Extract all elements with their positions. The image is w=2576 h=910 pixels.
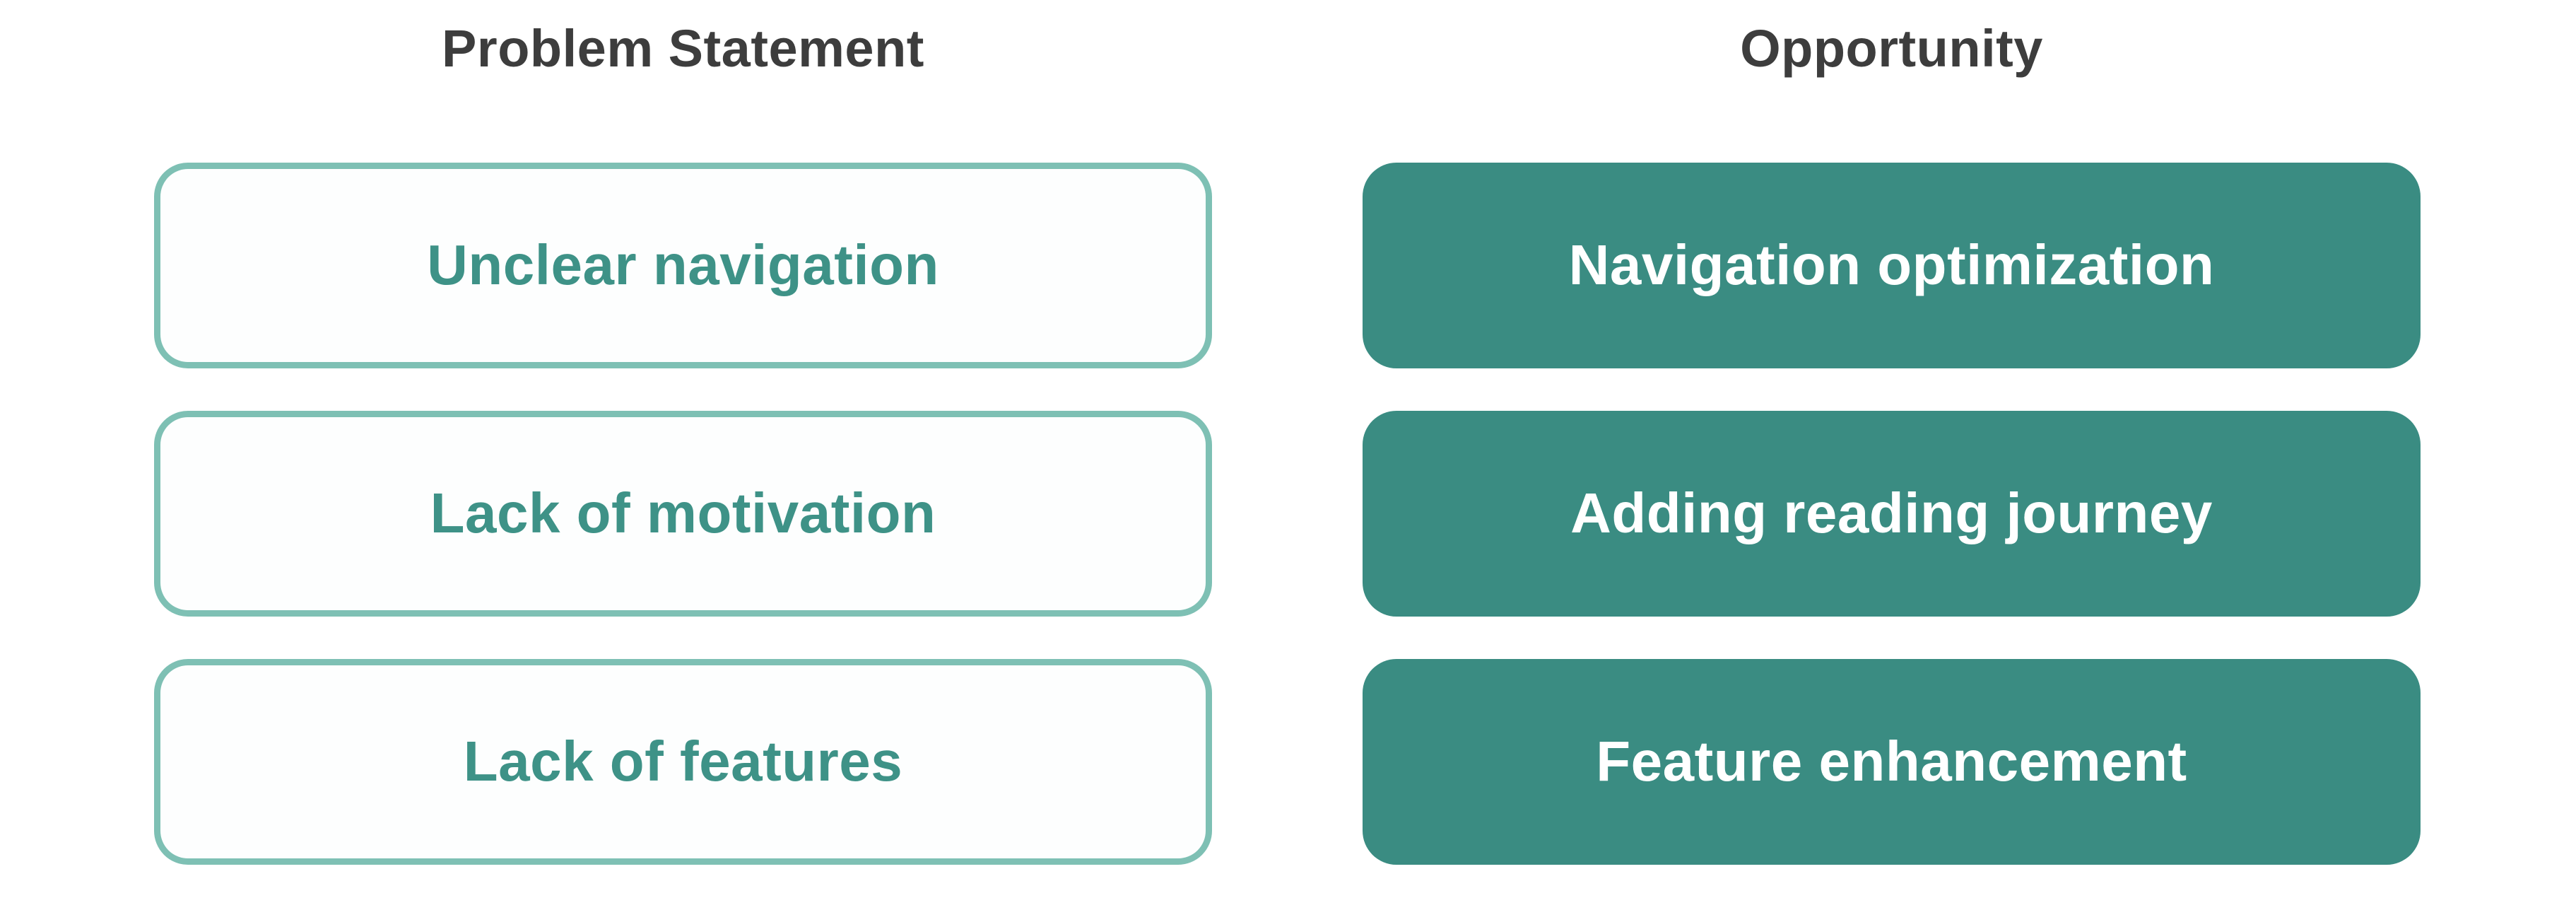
opportunity-card-feature-enhancement: Feature enhancement [1363, 658, 2421, 865]
problem-card-unclear-navigation: Unclear navigation [154, 162, 1212, 368]
opportunity-card-adding-reading-journey: Adding reading journey [1363, 410, 2421, 617]
column-problem-statement: Problem Statement Unclear navigation Lac… [154, 0, 1212, 865]
opportunity-card-label: Adding reading journey [1570, 482, 2213, 545]
problem-card-label: Lack of motivation [430, 482, 936, 545]
opportunity-card-list: Navigation optimization Adding reading j… [1363, 162, 2421, 865]
diagram-columns: Problem Statement Unclear navigation Lac… [154, 0, 2421, 865]
problem-statement-title: Problem Statement [442, 19, 924, 78]
column-opportunity: Opportunity Navigation optimization Addi… [1363, 0, 2421, 865]
opportunity-title: Opportunity [1740, 19, 2043, 78]
problem-card-label: Unclear navigation [427, 233, 939, 297]
problem-card-lack-of-motivation: Lack of motivation [154, 410, 1212, 617]
opportunity-card-label: Feature enhancement [1596, 730, 2187, 793]
problem-card-list: Unclear navigation Lack of motivation La… [154, 162, 1212, 865]
opportunity-card-label: Navigation optimization [1568, 233, 2215, 297]
opportunity-card-navigation-optimization: Navigation optimization [1363, 162, 2421, 368]
problem-card-label: Lack of features [463, 730, 903, 793]
problem-card-lack-of-features: Lack of features [154, 658, 1212, 865]
